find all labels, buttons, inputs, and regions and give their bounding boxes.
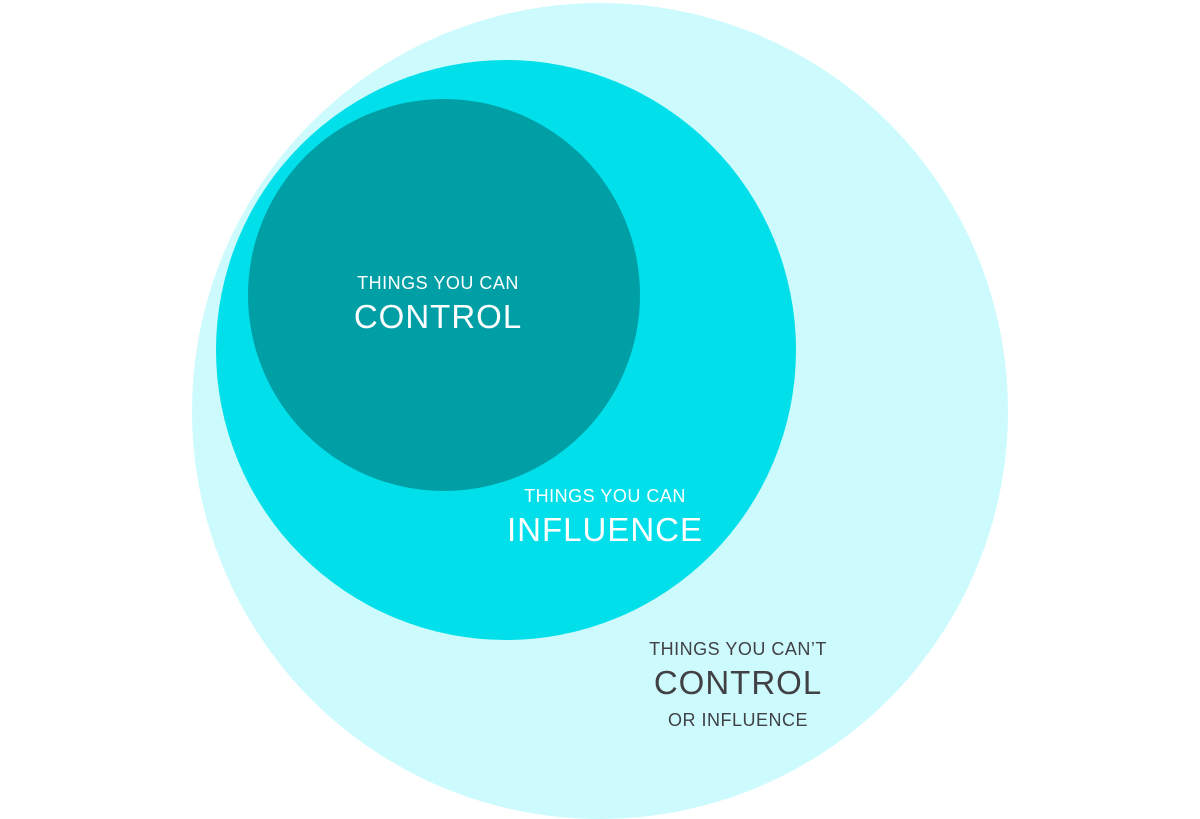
cant-control-label: THINGS YOU CAN’T CONTROL OR INFLUENCE	[618, 640, 858, 729]
control-label-line1: THINGS YOU CAN	[357, 273, 519, 293]
cant-control-label-line1: THINGS YOU CAN’T	[649, 639, 827, 659]
influence-label: THINGS YOU CAN INFLUENCE	[505, 487, 705, 546]
inner-circle-control	[248, 99, 640, 491]
influence-label-line1: THINGS YOU CAN	[524, 486, 686, 506]
control-label: THINGS YOU CAN CONTROL	[338, 274, 538, 333]
cant-control-label-line3: OR INFLUENCE	[667, 710, 808, 730]
control-label-line2: CONTROL	[353, 298, 523, 335]
cant-control-label-line2: CONTROL	[653, 664, 823, 701]
influence-label-line2: INFLUENCE	[506, 511, 704, 548]
